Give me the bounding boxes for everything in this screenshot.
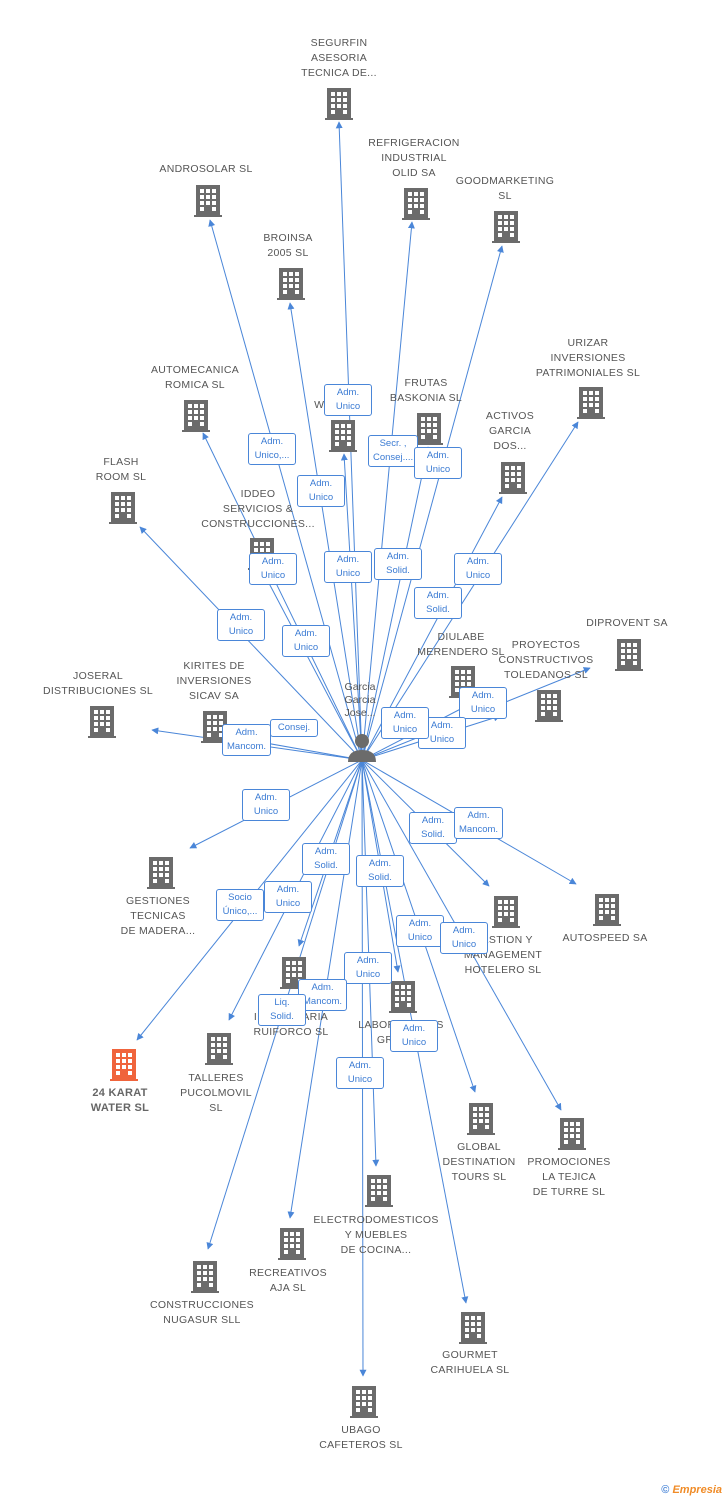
building-icon-autospeed[interactable] — [593, 894, 621, 926]
building-icon-promociones[interactable] — [558, 1118, 586, 1150]
node-label-construcciones[interactable]: CONSTRUCCIONES NUGASUR SLL — [150, 1299, 254, 1326]
edge-iddeo — [261, 569, 363, 761]
node-label-diulabe[interactable]: DIULABE MERENDERO SL — [417, 631, 505, 658]
building-icon-automecanica[interactable] — [182, 400, 210, 432]
building-icon-flash[interactable] — [109, 492, 137, 524]
edge-flash — [139, 526, 363, 761]
edge-label-goodmarketing[interactable]: Adm. Unico — [414, 447, 462, 479]
building-icon-wus[interactable] — [329, 420, 357, 452]
edge-label-refrigeracion[interactable]: Secr. , Consej.... — [368, 435, 419, 467]
edge-label-urizar[interactable]: Adm. Unico — [454, 553, 502, 585]
building-icon-gestion[interactable] — [492, 896, 520, 928]
building-icon-segurfin[interactable] — [325, 88, 353, 120]
edge-wus — [340, 453, 363, 761]
edge-label-frutas[interactable]: Adm. Solid. — [374, 548, 422, 580]
node-label-broinsa[interactable]: BROINSA 2005 SL — [263, 232, 313, 259]
edge-frutas — [361, 446, 431, 761]
edge-automecanica — [202, 432, 363, 761]
building-icon-broinsa[interactable] — [277, 268, 305, 300]
node-label-gourmet[interactable]: GOURMET CARIHUELA SL — [430, 1349, 510, 1376]
building-icon-electro[interactable] — [365, 1175, 393, 1207]
edge-goodmarketing — [361, 245, 504, 761]
edge-label-construcciones[interactable]: Adm. Unico — [264, 881, 312, 913]
building-icon-gourmet[interactable] — [459, 1312, 487, 1344]
edge-label-gestion[interactable]: Adm. Solid. — [409, 812, 457, 844]
edge-label-activos[interactable]: Adm. Solid. — [414, 587, 462, 619]
edge-androsolar — [208, 219, 363, 761]
node-label-global[interactable]: GLOBAL DESTINATION TOURS SL — [442, 1141, 516, 1183]
node-label-joseral[interactable]: JOSERAL DISTRIBUCIONES SL — [42, 670, 154, 697]
node-label-iddeo[interactable]: IDDEO SERVICIOS & CONSTRUCCIONES... — [201, 488, 315, 530]
building-icon-laboratorios[interactable] — [389, 981, 417, 1013]
edge-label-wus[interactable]: Adm. Unico — [324, 551, 372, 583]
edge-label-diprovent[interactable]: Adm. Unico — [459, 687, 507, 719]
edge-label-recreativos[interactable]: Adm. Mancom. — [298, 979, 348, 1011]
person-icon[interactable] — [348, 734, 376, 762]
node-label-activos[interactable]: ACTIVOS GARCIA DOS... — [485, 410, 535, 452]
edge-label-talleres[interactable]: Adm. Solid. — [302, 843, 350, 875]
edge-label-diulabe[interactable]: Adm. Unico — [381, 707, 429, 739]
edge-label-karat[interactable]: Socio Único,... — [216, 889, 264, 921]
edge-label-automecanica[interactable]: Adm. Unico — [249, 553, 297, 585]
node-label-frutas[interactable]: FRUTAS BASKONIA SL — [389, 377, 463, 404]
edge-label-inmobiliaria[interactable]: Adm. Solid. — [356, 855, 404, 887]
copyright-icon: © — [661, 1484, 670, 1496]
node-label-proyectos[interactable]: PROYECTOS CONSTRUCTIVOS TOLEDANOS SL — [498, 639, 594, 681]
center-person-label[interactable]: Garcia Garcia Jose... — [344, 681, 376, 719]
edge-label-androsolar[interactable]: Adm. Unico,... — [248, 433, 296, 465]
edge-label-autospeed[interactable]: Adm. Mancom. — [454, 807, 504, 839]
node-label-goodmarketing[interactable]: GOODMARKETING SL — [455, 175, 555, 202]
node-label-segurfin[interactable]: SEGURFIN ASESORIA TECNICA DE... — [301, 37, 377, 79]
edge-label-promociones[interactable]: Adm. Unico — [440, 922, 488, 954]
edge-label-iddeo[interactable]: Adm. Unico — [282, 625, 330, 657]
node-label-promociones[interactable]: PROMOCIONES LA TEJICA DE TURRE SL — [527, 1156, 611, 1198]
edge-label-flash[interactable]: Adm. Unico — [217, 609, 265, 641]
edge-urizar — [361, 421, 579, 761]
node-label-gestiones[interactable]: GESTIONES TECNICAS DE MADERA... — [120, 895, 196, 937]
edge-broinsa — [287, 302, 363, 761]
edge-label-laboratorios[interactable]: Adm. Unico — [344, 952, 392, 984]
edge-label-electro[interactable]: Adm. Unico — [390, 1020, 438, 1052]
building-icon-global[interactable] — [467, 1103, 495, 1135]
building-icon-refrigeracion[interactable] — [402, 188, 430, 220]
node-label-urizar[interactable]: URIZAR INVERSIONES PATRIMONIALES SL — [535, 337, 641, 379]
edge-label-gestiones[interactable]: Adm. Unico — [242, 789, 290, 821]
node-label-ubago[interactable]: UBAGO CAFETEROS SL — [319, 1424, 403, 1451]
footer-brand: © Empresia — [661, 1484, 722, 1496]
building-icon-karat[interactable] — [110, 1049, 138, 1081]
edge-label-global[interactable]: Adm. Unico — [396, 915, 444, 947]
building-icon-goodmarketing[interactable] — [492, 211, 520, 243]
node-label-karat[interactable]: 24 KARAT WATER SL — [90, 1087, 150, 1114]
node-label-flash[interactable]: FLASH ROOM SL — [95, 456, 147, 483]
brand-logo: Empresia — [672, 1484, 722, 1496]
edge-label-segurfin[interactable]: Adm. Unico — [324, 384, 372, 416]
node-label-automecanica[interactable]: AUTOMECANICA ROMICA SL — [151, 364, 239, 391]
building-icon-activos[interactable] — [499, 462, 527, 494]
node-label-androsolar[interactable]: ANDROSOLAR SL — [159, 163, 253, 175]
building-icon-ubago[interactable] — [350, 1386, 378, 1418]
node-label-recreativos[interactable]: RECREATIVOS AJA SL — [249, 1267, 327, 1294]
node-label-kirites[interactable]: KIRITES DE INVERSIONES SICAV SA — [176, 660, 252, 702]
building-icon-joseral[interactable] — [88, 706, 116, 738]
edge-label-kirites[interactable]: Consej. — [270, 719, 318, 737]
building-icon-androsolar[interactable] — [194, 185, 222, 217]
building-icon-proyectos[interactable] — [535, 690, 563, 722]
edge-label-ubago[interactable]: Liq. Solid. — [258, 994, 306, 1026]
edge-label-gourmet[interactable]: Adm. Unico — [336, 1057, 384, 1089]
edge-label-joseral[interactable]: Adm. Mancom. — [222, 724, 272, 756]
building-icon-gestiones[interactable] — [147, 857, 175, 889]
node-label-autospeed[interactable]: AUTOSPEED SA — [562, 932, 648, 944]
node-label-diprovent[interactable]: DIPROVENT SA — [586, 617, 668, 629]
edge-refrigeracion — [361, 221, 415, 761]
edge-label-broinsa[interactable]: Adm. Unico — [297, 475, 345, 507]
node-label-talleres[interactable]: TALLERES PUCOLMOVIL SL — [180, 1072, 252, 1114]
node-label-electro[interactable]: ELECTRODOMESTICOS Y MUEBLES DE COCINA... — [313, 1214, 439, 1256]
node-label-refrigeracion[interactable]: REFRIGERACION INDUSTRIAL OLID SA — [368, 137, 460, 179]
